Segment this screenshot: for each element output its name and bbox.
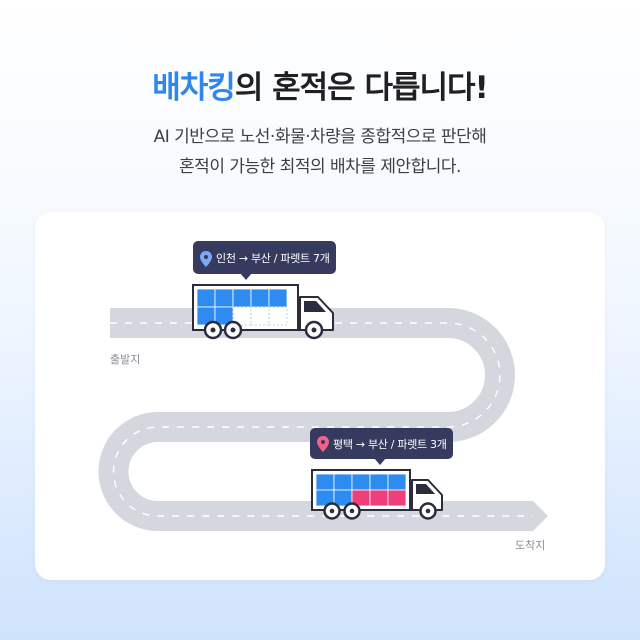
truck-2-route-label: 평택 → 부산 / 파렛트 3개 — [333, 438, 447, 451]
subtitle-line-2: 혼적이 가능한 최적의 배차를 제안합니다. — [179, 157, 461, 177]
end-label: 도착지 — [515, 539, 546, 552]
cargo-truck-1 — [196, 288, 288, 326]
headline: 배차킹의 혼적은 다릅니다! — [0, 62, 640, 107]
truck-1-route-label: 인천 → 부산 / 파렛트 7개 — [216, 252, 330, 265]
location-pin-icon — [200, 251, 212, 267]
truck-2-tag — [310, 428, 453, 465]
start-label: 출발지 — [110, 353, 141, 366]
cargo-truck-2 — [315, 473, 407, 507]
road — [98, 308, 548, 531]
brand-name: 배차킹 — [152, 70, 236, 106]
road-arrow-end — [533, 501, 548, 531]
subtitle: AI 기반으로 노선·화물·차량을 종합적으로 판단해 혼적이 가능한 최적의 … — [0, 122, 640, 182]
location-pin-icon — [317, 436, 329, 452]
headline-rest: 의 혼적은 다릅니다! — [234, 70, 489, 106]
truck-1-tag — [193, 241, 336, 280]
subtitle-line-1: AI 기반으로 노선·화물·차량을 종합적으로 판단해 — [153, 127, 487, 147]
truck-2 — [311, 469, 443, 520]
truck-1 — [192, 284, 334, 340]
